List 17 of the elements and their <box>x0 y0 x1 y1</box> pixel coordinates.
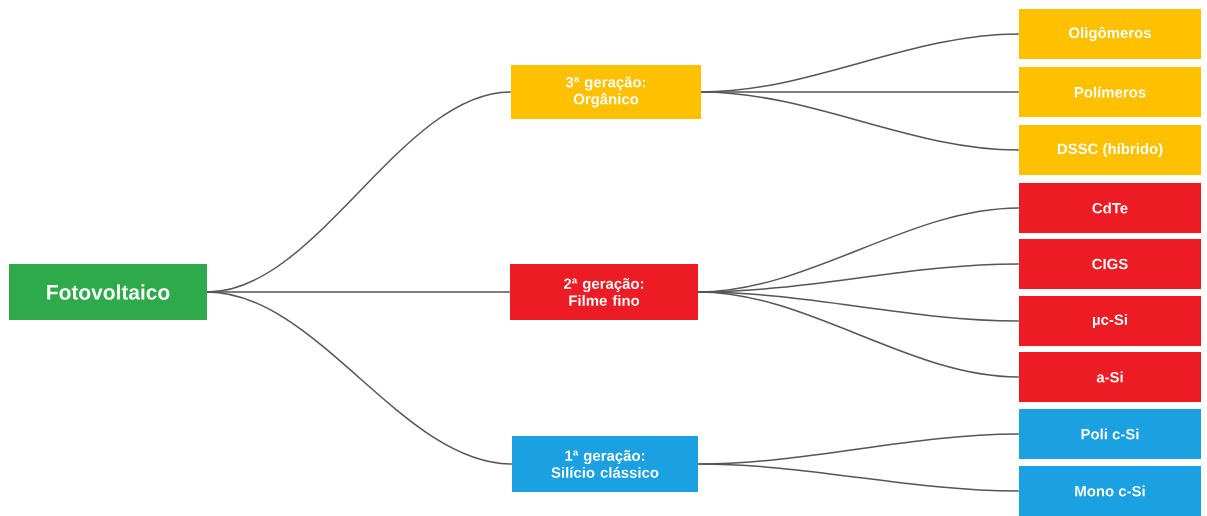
connector-curve <box>700 91 1020 151</box>
item-box: DSSC (híbrido) <box>1019 125 1201 175</box>
item-box: CdTe <box>1019 183 1201 233</box>
item-box: Polímeros <box>1019 67 1201 117</box>
item-box: Mono c-Si <box>1019 466 1201 516</box>
item-box: Poli c-Si <box>1019 409 1201 459</box>
category-box: 3ª geração: Orgânico <box>511 65 701 119</box>
item-box: CIGS <box>1019 239 1201 289</box>
root-box: Fotovoltaico <box>9 264 207 320</box>
item-box: Oligômeros <box>1019 9 1201 59</box>
category-box: 2ª geração: Filme fino <box>510 264 698 320</box>
category-box: 1ª geração: Silício clássico <box>512 436 698 492</box>
item-box: µc-Si <box>1019 296 1201 346</box>
connector-curve <box>697 291 1020 378</box>
connector-curve <box>206 291 513 465</box>
connector-curve <box>697 463 1020 492</box>
item-box: a-Si <box>1019 352 1201 402</box>
